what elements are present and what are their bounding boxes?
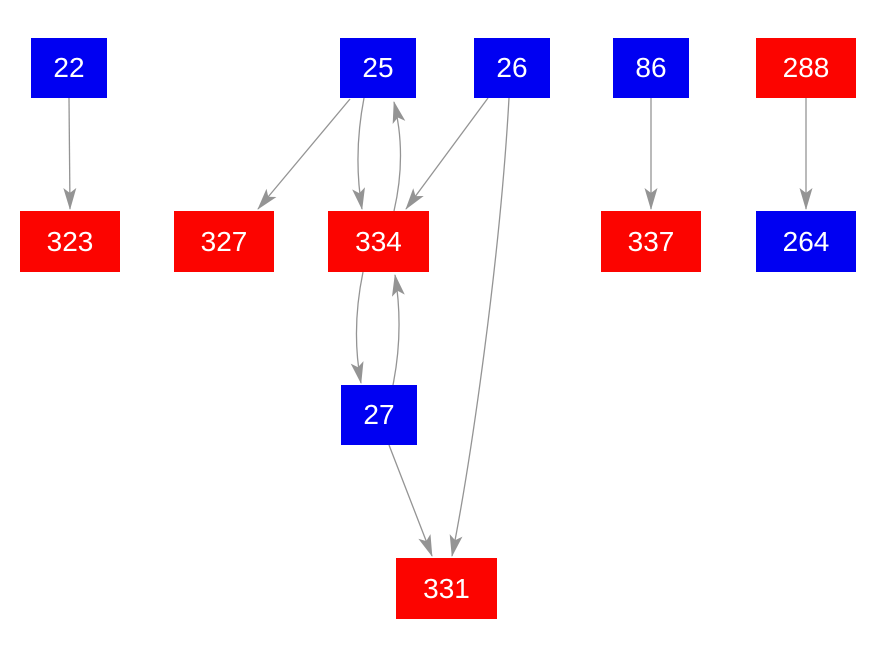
edge-27-334 — [391, 274, 405, 386]
edge-25-327 — [257, 98, 351, 210]
node-86: 86 — [613, 38, 689, 98]
edge-group — [63, 97, 813, 557]
edge-27-331 — [388, 444, 433, 557]
edge-26-331 — [449, 97, 510, 557]
node-26: 26 — [474, 38, 550, 98]
node-334: 334 — [328, 211, 429, 272]
node-288: 288 — [756, 38, 856, 98]
node-25: 25 — [340, 38, 416, 98]
node-337: 337 — [601, 211, 701, 272]
edge-26-334 — [405, 97, 489, 210]
node-22: 22 — [31, 38, 107, 98]
node-264: 264 — [756, 211, 856, 272]
node-331: 331 — [396, 558, 497, 619]
node-323: 323 — [20, 211, 120, 272]
edge-22-323 — [63, 97, 77, 210]
edge-334-25 — [392, 101, 406, 212]
node-327: 327 — [174, 211, 274, 272]
node-27: 27 — [341, 385, 417, 445]
edge-25-334 — [352, 97, 365, 210]
edge-334-27 — [350, 271, 364, 384]
